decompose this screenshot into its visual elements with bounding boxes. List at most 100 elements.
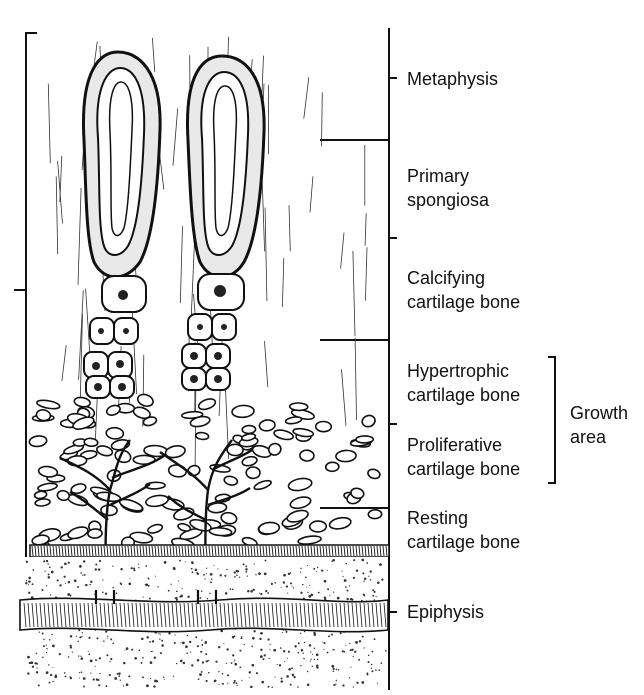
stipple-dot	[351, 599, 353, 601]
stipple-dot	[41, 589, 43, 591]
stipple-dot	[164, 561, 167, 564]
stipple-dot	[77, 641, 79, 643]
stipple-dot	[282, 632, 283, 633]
stipple-dot	[79, 672, 80, 673]
stipple-dot	[82, 632, 83, 633]
stipple-dot	[258, 572, 261, 575]
stipple-dot	[32, 666, 34, 668]
stipple-dot	[256, 672, 258, 674]
stipple-dot	[208, 672, 210, 674]
stipple-dot	[178, 581, 179, 582]
stipple-dot	[260, 649, 262, 651]
stipple-dot	[370, 570, 372, 572]
stipple-dot	[92, 660, 93, 661]
stipple-dot	[244, 644, 245, 645]
stipple-dot	[350, 667, 351, 668]
cartilage-cell	[259, 419, 276, 431]
fibre-streak	[265, 208, 267, 301]
stipple-dot	[239, 666, 241, 668]
stipple-dot	[175, 634, 176, 635]
stipple-dot	[49, 567, 51, 569]
stipple-dot	[157, 586, 158, 587]
stipple-dot	[192, 571, 194, 573]
stipple-dot	[154, 656, 156, 658]
label-proliferative-1: Proliferative	[407, 434, 502, 456]
stipple-dot	[239, 577, 240, 578]
stipple-dot	[143, 597, 144, 598]
stipple-dot	[118, 672, 120, 674]
stipple-dot	[254, 563, 255, 564]
stipple-dot	[185, 561, 186, 562]
cartilage-cell	[286, 508, 310, 524]
fibre-streak	[78, 188, 81, 285]
stipple-dot	[146, 636, 148, 638]
stipple-dot	[95, 666, 96, 667]
cartilage-cell	[84, 438, 98, 447]
stipple-dot	[353, 656, 354, 657]
stipple-dot	[59, 584, 61, 586]
stipple-dot	[243, 563, 245, 565]
stipple-dot	[142, 676, 144, 678]
stipple-dot	[331, 560, 333, 562]
stipple-dot	[48, 563, 49, 564]
stipple-dot	[138, 564, 139, 565]
stipple-dot	[290, 684, 292, 686]
stipple-dot	[102, 579, 103, 580]
stipple-dot	[225, 592, 228, 595]
stipple-dot	[287, 658, 288, 659]
stipple-dot	[59, 653, 61, 655]
stipple-dot	[379, 563, 382, 566]
fibre-streak	[48, 84, 50, 164]
cartilage-cell	[310, 521, 327, 532]
stipple-dot	[241, 680, 242, 681]
stipple-dot	[304, 642, 305, 643]
stipple-dot	[195, 569, 198, 572]
stipple-dot	[236, 682, 238, 684]
stipple-dot	[292, 674, 295, 677]
fibre-streak	[265, 341, 268, 387]
cartilage-cell	[356, 436, 374, 443]
cartilage-cell	[37, 482, 57, 492]
stipple-dot	[313, 632, 315, 634]
stipple-dot	[353, 577, 355, 579]
cartilage-cell	[253, 479, 272, 491]
cartilage-cell	[361, 414, 377, 428]
stipple-dot	[180, 595, 183, 598]
stipple-dot	[280, 647, 282, 649]
stipple-dot	[367, 672, 369, 674]
stipple-dot	[195, 636, 197, 638]
stipple-dot	[90, 581, 92, 583]
stipple-dot	[95, 659, 97, 661]
cartilage-cell	[242, 425, 256, 433]
stipple-dot	[328, 635, 330, 637]
stipple-dot	[79, 565, 82, 568]
stipple-dot	[43, 561, 45, 563]
stipple-dot	[317, 659, 318, 660]
stipple-dot	[371, 670, 373, 672]
stipple-dot	[78, 629, 80, 631]
stipple-dot	[112, 566, 113, 567]
stipple-dot	[327, 588, 329, 590]
stipple-dot	[176, 663, 178, 665]
stipple-dot	[209, 593, 210, 594]
stipple-dot	[349, 677, 350, 678]
stipple-dot	[245, 568, 247, 570]
stipple-dot	[310, 661, 311, 662]
stipple-dot	[211, 578, 213, 580]
stipple-dot	[227, 683, 228, 684]
stipple-dot	[173, 567, 176, 570]
fibre-streak	[58, 161, 63, 224]
stipple-dot	[138, 649, 140, 651]
stipple-dot	[70, 635, 72, 637]
stipple-dot	[227, 674, 229, 676]
stipple-dot	[287, 593, 288, 594]
stipple-dot	[206, 680, 208, 682]
stipple-dot	[356, 569, 358, 571]
cartilage-cell	[67, 455, 86, 466]
stipple-dot	[81, 671, 83, 673]
stipple-dot	[85, 584, 87, 586]
stipple-dot	[213, 565, 214, 566]
stipple-dot	[195, 589, 196, 590]
stipple-dot	[109, 661, 110, 662]
stipple-dot	[241, 637, 243, 639]
